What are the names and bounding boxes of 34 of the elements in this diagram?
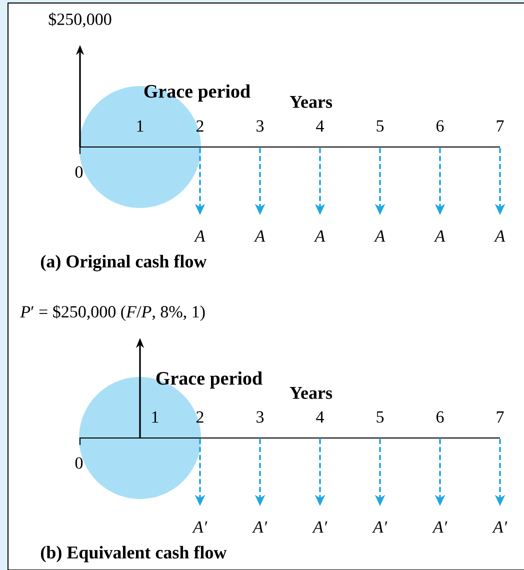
year-number: 6 <box>436 411 444 423</box>
panel-caption: (a) Original cash flow <box>40 254 207 272</box>
payment-label: A′ <box>432 521 448 533</box>
year-number: 0 <box>75 166 83 178</box>
year-number: 3 <box>256 411 264 423</box>
year-number: 1 <box>152 411 158 423</box>
payment-label: A′ <box>252 521 268 533</box>
amount-label: $250,000 <box>48 12 112 28</box>
axis-title: Years <box>290 387 332 399</box>
year-number: 5 <box>376 411 384 423</box>
formula-label: P′ = $250,000 (F/P, 8%, 1) <box>20 305 205 321</box>
year-number: 1 <box>137 120 144 132</box>
panel-caption: (b) Equivalent cash flow <box>40 546 227 562</box>
payment-label: A <box>254 230 266 242</box>
year-number: 3 <box>256 120 264 132</box>
payment-label: A <box>314 230 326 242</box>
year-number: 2 <box>196 411 204 423</box>
payment-label: A′ <box>192 521 208 533</box>
year-number: 2 <box>196 120 204 132</box>
year-number: 4 <box>316 411 324 423</box>
payment-label: A′ <box>312 521 328 533</box>
payment-label: A <box>494 230 506 242</box>
payment-label: A′ <box>492 521 508 533</box>
year-number: 7 <box>496 411 504 423</box>
payment-label: A <box>194 230 206 242</box>
year-number: 0 <box>75 457 83 469</box>
year-number: 7 <box>496 120 504 132</box>
payment-label: A <box>374 230 386 242</box>
payment-label: A′ <box>372 521 388 533</box>
year-number: 4 <box>316 120 324 132</box>
year-number: 5 <box>376 120 384 132</box>
axis-title: Years <box>290 96 332 108</box>
payment-label: A <box>434 230 446 242</box>
year-number: 6 <box>436 120 444 132</box>
